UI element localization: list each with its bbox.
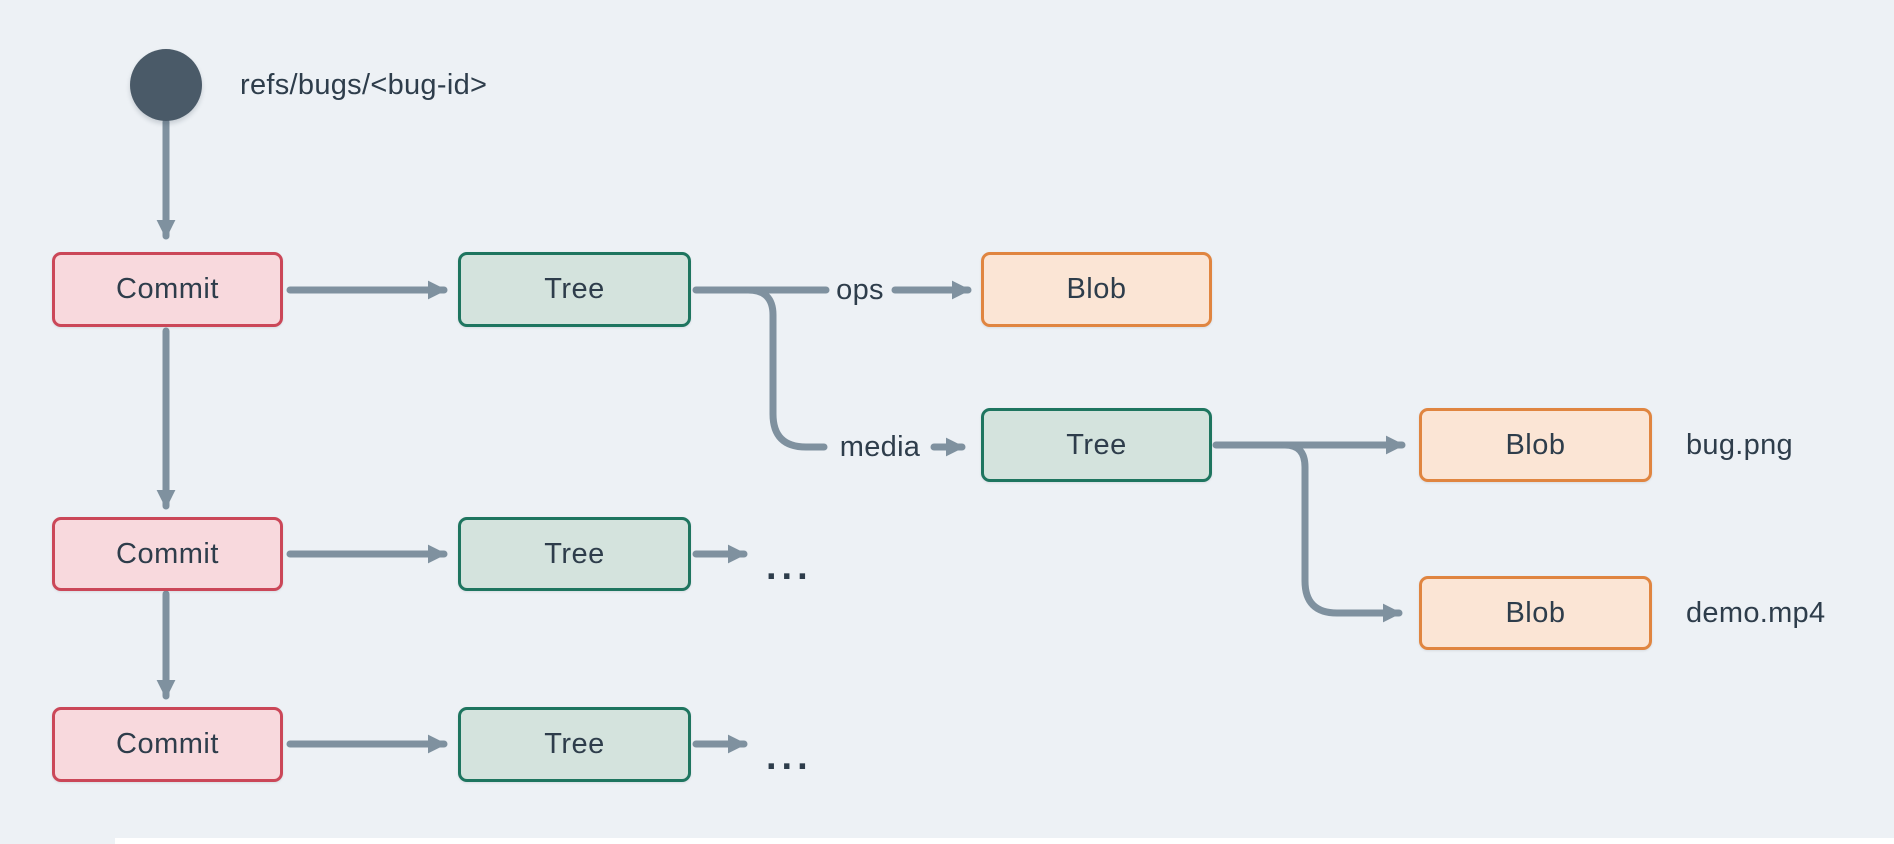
edge-label-ops: ops — [836, 273, 884, 306]
node-blob-ops: Blob — [981, 252, 1212, 327]
node-blob-demo: Blob — [1419, 576, 1652, 650]
bottom-window-edge — [115, 838, 1894, 844]
node-blob-bug: Blob — [1419, 408, 1652, 482]
node-tree-1: Tree — [458, 252, 691, 327]
node-tree-3: Tree — [458, 707, 691, 782]
edge-label-media: media — [839, 430, 921, 463]
edge-tree1-branch-to-media-label — [744, 286, 828, 451]
node-commit-3: Commit — [52, 707, 283, 782]
node-commit-1: Commit — [52, 252, 283, 327]
file-label-demo-mp4: demo.mp4 — [1686, 596, 1826, 629]
edge-tree2-branch-to-blob-demo — [1281, 441, 1403, 623]
ref-node-icon — [130, 49, 202, 121]
ref-label: refs/bugs/<bug-id> — [240, 68, 488, 101]
node-tree-media: Tree — [981, 408, 1212, 482]
node-tree-2: Tree — [458, 517, 691, 591]
node-commit-2: Commit — [52, 517, 283, 591]
ellipsis-row-3: ... — [766, 736, 813, 778]
ellipsis-row-2: ... — [766, 546, 813, 588]
file-label-bug-png: bug.png — [1686, 428, 1793, 461]
